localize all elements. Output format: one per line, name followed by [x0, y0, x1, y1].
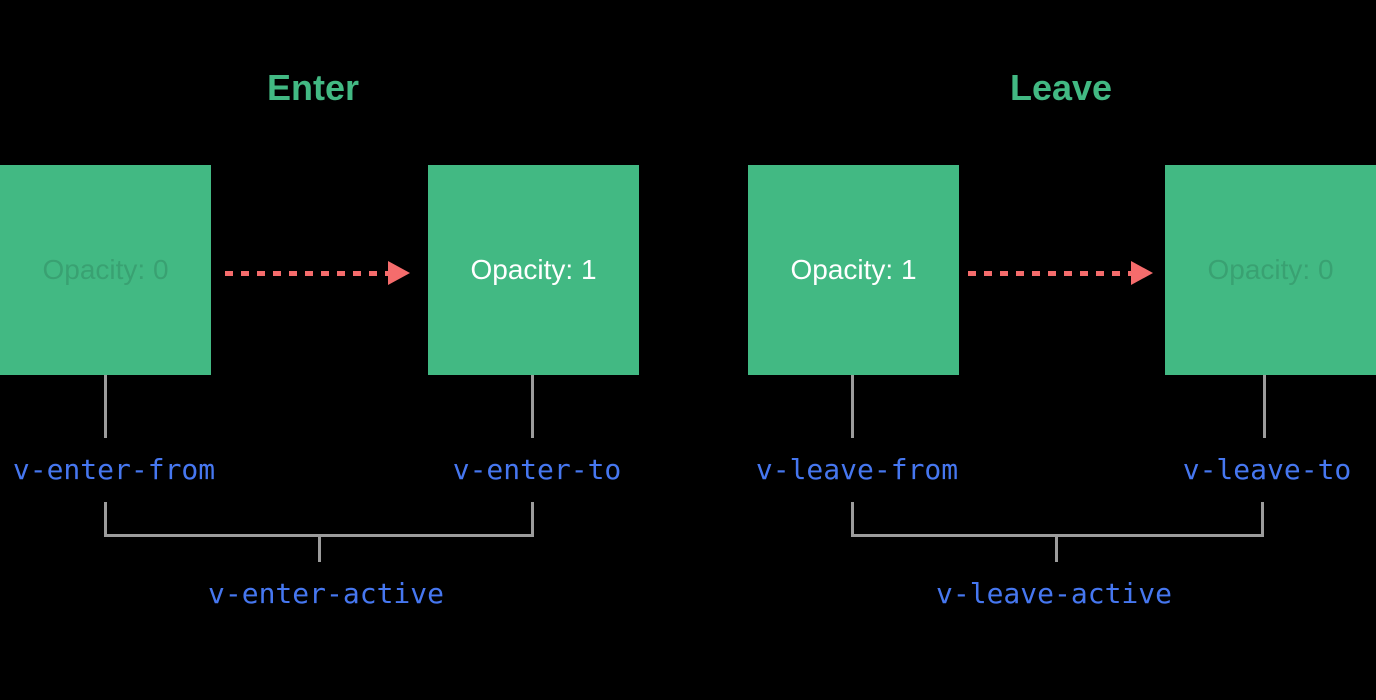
leave-bracket-right-line — [1261, 502, 1264, 537]
leave-section-title: Leave — [1009, 67, 1113, 108]
enter-to-connector-line — [531, 375, 534, 438]
enter-bracket-right-line — [531, 502, 534, 537]
enter-active-class-label: v-enter-active — [207, 577, 445, 610]
enter-from-box: Opacity: 0 — [0, 165, 211, 375]
leave-active-class-label: v-leave-active — [935, 577, 1173, 610]
enter-from-connector-line — [104, 375, 107, 438]
enter-arrow-dashed-line — [225, 271, 389, 276]
leave-bracket-left-line — [851, 502, 854, 537]
leave-to-connector-line — [1263, 375, 1266, 438]
leave-bracket-bottom-line — [851, 534, 1264, 537]
leave-to-box-label: Opacity: 0 — [1207, 254, 1334, 285]
leave-bracket-stem-line — [1055, 537, 1058, 562]
leave-from-box-label: Opacity: 1 — [790, 254, 917, 285]
enter-from-class-label: v-enter-from — [12, 453, 216, 486]
enter-from-box-label: Opacity: 0 — [42, 254, 169, 285]
enter-section-title: Enter — [266, 67, 360, 108]
enter-to-box: Opacity: 1 — [428, 165, 639, 375]
enter-bracket-stem-line — [318, 537, 321, 562]
leave-to-box: Opacity: 0 — [1165, 165, 1376, 375]
enter-to-class-label: v-enter-to — [452, 453, 622, 486]
leave-arrow-dashed-line — [968, 271, 1131, 276]
leave-to-class-label: v-leave-to — [1182, 453, 1352, 486]
leave-from-box: Opacity: 1 — [748, 165, 959, 375]
leave-from-connector-line — [851, 375, 854, 438]
enter-bracket-left-line — [104, 502, 107, 537]
enter-arrowhead-icon — [388, 261, 410, 285]
leave-arrowhead-icon — [1131, 261, 1153, 285]
enter-to-box-label: Opacity: 1 — [470, 254, 597, 285]
enter-bracket-bottom-line — [104, 534, 534, 537]
leave-from-class-label: v-leave-from — [755, 453, 959, 486]
